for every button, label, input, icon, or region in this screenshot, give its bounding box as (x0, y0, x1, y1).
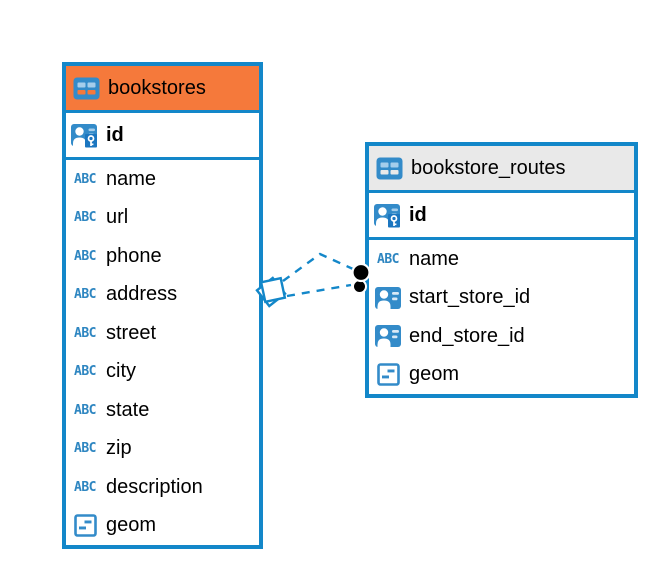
column-start-store-id[interactable]: start_store_id (369, 279, 634, 318)
table-bookstore-routes[interactable]: bookstore_routes id ABC name (365, 142, 638, 398)
relationship-lines[interactable] (282, 252, 354, 298)
column-label: start_store_id (409, 286, 531, 309)
column-label: street (106, 321, 157, 344)
column-geom[interactable]: geom (66, 507, 259, 546)
column-name[interactable]: ABC name (66, 160, 259, 199)
column-label: state (106, 398, 150, 421)
primary-key-icon (374, 203, 402, 228)
column-label: end_store_id (409, 324, 525, 347)
table-header[interactable]: bookstore_routes (369, 146, 634, 193)
column-label: name (409, 247, 460, 270)
column-label: city (106, 360, 136, 383)
column-label: geom (409, 363, 460, 386)
column-label: description (106, 475, 203, 498)
column-address[interactable]: ABC address (66, 276, 259, 315)
text-type-icon: ABC (74, 210, 96, 226)
table-icon (375, 156, 403, 181)
text-type-icon: ABC (377, 251, 399, 267)
text-type-icon: ABC (74, 325, 96, 341)
column-label: url (106, 206, 129, 229)
column-label: zip (106, 437, 132, 460)
column-label: address (106, 283, 178, 306)
column-label: phone (106, 244, 162, 267)
column-label: id (409, 203, 427, 226)
column-label: geom (106, 514, 157, 537)
column-state[interactable]: ABC state (66, 391, 259, 430)
table-title: bookstores (108, 76, 206, 99)
column-phone[interactable]: ABC phone (66, 237, 259, 276)
column-description[interactable]: ABC description (66, 468, 259, 507)
column-street[interactable]: ABC street (66, 314, 259, 353)
table-title: bookstore_routes (411, 156, 566, 179)
column-id[interactable]: id (66, 113, 259, 160)
column-url[interactable]: ABC url (66, 199, 259, 238)
column-end-store-id[interactable]: end_store_id (369, 317, 634, 356)
text-type-icon: ABC (74, 248, 96, 264)
column-city[interactable]: ABC city (66, 353, 259, 392)
column-id[interactable]: id (369, 193, 634, 240)
text-type-icon: ABC (74, 479, 96, 495)
column-label: id (106, 123, 124, 146)
text-type-icon: ABC (74, 402, 96, 418)
table-bookstores[interactable]: bookstores id ABC name ABC url ABC phone (62, 62, 263, 549)
column-label: name (106, 167, 157, 190)
table-header[interactable]: bookstores (66, 66, 259, 113)
relationship-line (286, 283, 352, 298)
foreign-key-icon (374, 285, 402, 310)
text-type-icon: ABC (74, 441, 96, 457)
column-name[interactable]: ABC name (369, 240, 634, 279)
text-type-icon: ABC (74, 171, 96, 187)
primary-key-icon (71, 123, 99, 148)
foreign-key-icon (374, 324, 402, 349)
geometry-icon (71, 513, 99, 538)
relationship-line (282, 252, 354, 282)
column-geom[interactable]: geom (369, 356, 634, 395)
text-type-icon: ABC (74, 287, 96, 303)
column-zip[interactable]: ABC zip (66, 430, 259, 469)
text-type-icon: ABC (74, 364, 96, 380)
table-icon (72, 76, 100, 101)
geometry-icon (374, 362, 402, 387)
